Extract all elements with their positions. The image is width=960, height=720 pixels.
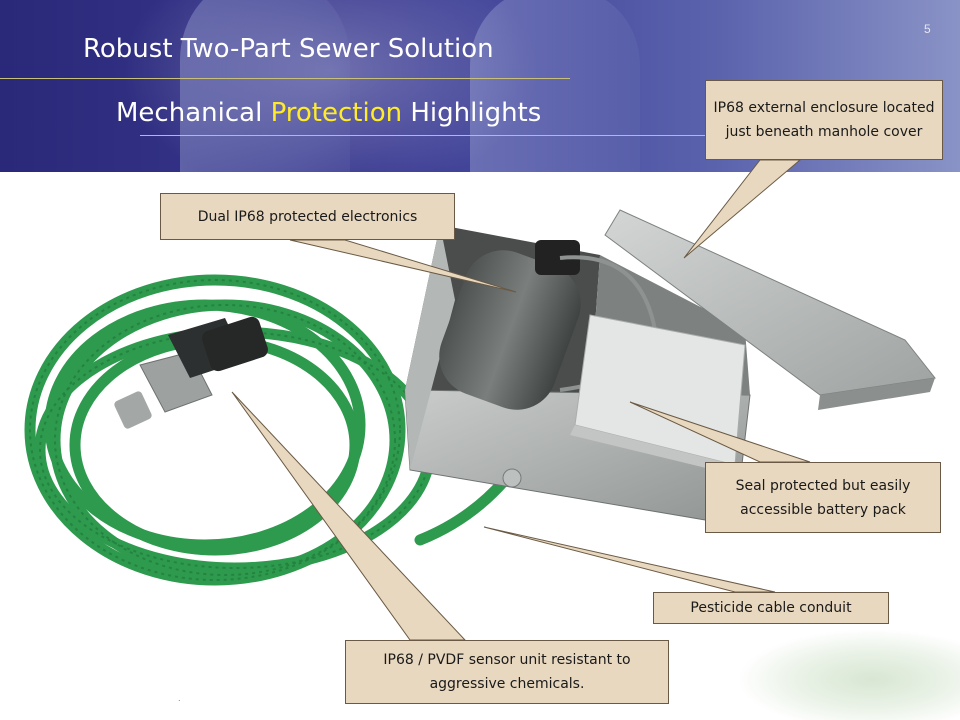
- slide-title: Robust Two-Part Sewer Solution: [83, 34, 494, 64]
- pointer-enclosure: [683, 159, 802, 259]
- subtitle-post: Highlights: [402, 98, 542, 128]
- callout-enclosure: IP68 external enclosure located just ben…: [705, 80, 943, 160]
- page-number: 5: [924, 22, 931, 36]
- subtitle-divider: [140, 135, 710, 136]
- header-glow: [120, 0, 540, 172]
- enclosure-lid: [604, 209, 936, 410]
- pointer-sensor: [231, 391, 467, 641]
- footer-mark: .: [178, 694, 181, 703]
- callout-battery: Seal protected but easily accessible bat…: [705, 462, 941, 533]
- subtitle-accent: Protection: [270, 98, 403, 128]
- sensor-unit: [114, 316, 268, 429]
- pointer-conduit: [483, 526, 776, 593]
- slide-subtitle: Mechanical Protection Highlights: [116, 98, 541, 128]
- water-ripple-logo: [740, 630, 960, 720]
- callout-sensor: IP68 / PVDF sensor unit resistant to agg…: [345, 640, 669, 704]
- pointer-electronics: [289, 239, 517, 293]
- callout-conduit: Pesticide cable conduit: [653, 592, 889, 624]
- callout-electronics: Dual IP68 protected electronics: [160, 193, 455, 240]
- header-tower-left: [180, 0, 350, 172]
- subtitle-pre: Mechanical: [116, 98, 271, 128]
- product-photo: [24, 209, 936, 586]
- title-divider: [0, 78, 570, 79]
- header-tower-right: [470, 0, 640, 172]
- pointer-battery: [629, 401, 811, 463]
